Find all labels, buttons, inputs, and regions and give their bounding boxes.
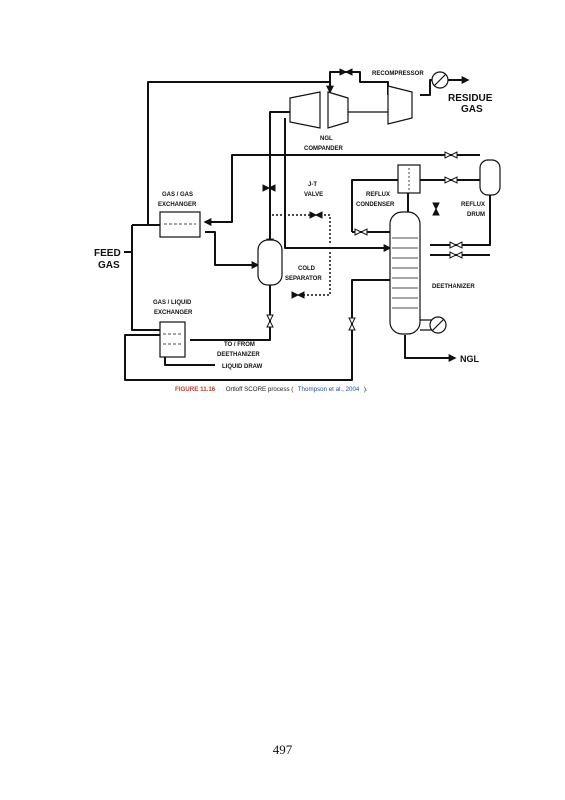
- label-liquid-draw: LIQUID DRAW: [222, 364, 263, 370]
- caption-citation: Thompson et al., 2004: [298, 386, 360, 393]
- label-residue-gas: RESIDUE: [448, 93, 493, 104]
- label-reflux-drum: REFLUX: [461, 202, 485, 208]
- cold-separator: [257, 239, 283, 286]
- caption-number: FIGURE 11.16: [175, 386, 216, 393]
- ngl-expander: [289, 91, 321, 129]
- label-reflux-condenser: REFLUX: [366, 192, 390, 198]
- reflux-condenser: [397, 164, 421, 194]
- control-line-coldsep: [295, 250, 331, 296]
- reflux-drum: [479, 159, 501, 196]
- gas-liquid-exchanger: [159, 321, 186, 358]
- label-jt-valve-2: VALVE: [304, 192, 323, 198]
- liquid-draw-line: [124, 279, 390, 381]
- label-ngl: NGL: [460, 354, 480, 364]
- label-ngl-compander-2: COMPANDER: [304, 146, 344, 152]
- left-reflux-loop: [351, 179, 398, 232]
- label-gas-gas-exchanger-2: EXCHANGER: [158, 202, 197, 208]
- label-recompressor: RECOMPRESSOR: [372, 71, 424, 77]
- recompressor: [387, 85, 413, 125]
- label-reflux-condenser-2: CONDENSER: [356, 202, 395, 208]
- cold-sep-vapor-line: [266, 111, 290, 247]
- label-cold-separator-2: SEPARATOR: [285, 276, 322, 282]
- label-gas-gas-exchanger: GAS / GAS: [162, 192, 193, 198]
- control-line-jt: [272, 214, 331, 245]
- deethanizer-column: [389, 211, 421, 335]
- page-number: 497: [272, 742, 293, 757]
- label-cold-separator: COLD: [298, 266, 316, 272]
- figure-caption: FIGURE 11.16 Ortloff SCORE process ( Tho…: [175, 378, 368, 395]
- compander-to-recompressor-line: [329, 71, 389, 95]
- exch-to-coldsep-line: [205, 231, 260, 269]
- coldsep-liquid-line: [190, 285, 271, 341]
- label-deethanizer: DEETHANIZER: [432, 284, 475, 290]
- label-jt-valve: J-T: [308, 182, 317, 188]
- label-gas-liquid-exchanger: GAS / LIQUID: [153, 300, 192, 306]
- caption-text: Ortloff SCORE process (: [226, 386, 295, 393]
- overhead-return-line: [203, 154, 480, 226]
- caption-end: ).: [364, 386, 368, 393]
- ngl-compressor: [327, 91, 349, 129]
- label-to-from-deethanizer: TO / FROM: [224, 342, 255, 348]
- label-feed-gas: FEED: [94, 248, 121, 259]
- gas-gas-exchanger: [159, 211, 201, 238]
- compander-to-deethanizer-line: [284, 118, 392, 252]
- recompressor-outlet-line: [420, 76, 470, 96]
- residue-recycle-line: [147, 81, 334, 225]
- valve-icon: [262, 68, 463, 331]
- label-residue-gas-2: GAS: [461, 104, 483, 115]
- label-reflux-drum-2: DRUM: [467, 212, 485, 218]
- deethanizer-bottoms-line: [404, 335, 457, 362]
- label-feed-gas-2: GAS: [98, 260, 120, 271]
- feed-split-line: [131, 225, 160, 331]
- label-gas-liquid-exchanger-2: EXCHANGER: [154, 310, 193, 316]
- label-to-from-deethanizer-2: DEETHANIZER: [217, 352, 260, 358]
- label-ngl-compander: NGL: [320, 136, 333, 142]
